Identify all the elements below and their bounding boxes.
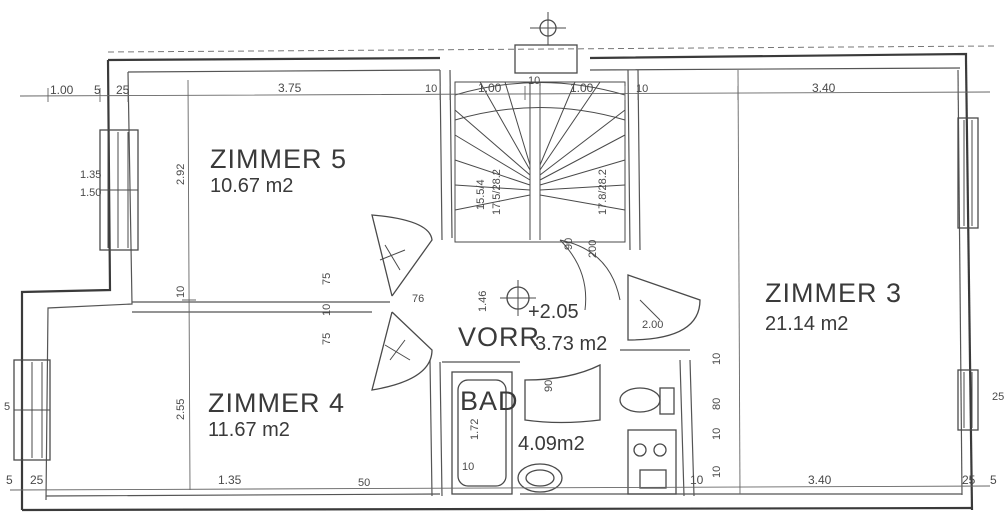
dim-right-80: 80 (711, 398, 723, 410)
outer-wall-left-upper (20, 59, 112, 510)
dim-bath-172: 1.72 (469, 419, 481, 440)
shower-tray (627, 429, 677, 495)
dim-right-10a: 10 (711, 353, 723, 365)
dim-top-left-3: 25 (116, 83, 130, 97)
dim-bottom-zimmer4: 1.35 (218, 473, 242, 487)
outer-wall-bottom-inner (45, 493, 962, 497)
dim-window-25: 25 (992, 391, 1004, 403)
room-area-zimmer5: 10.67 m2 (210, 175, 293, 197)
dim-landing-200a: 200 (587, 240, 599, 258)
outer-wall-top-inner (127, 67, 961, 73)
dim-right-5: 5 (990, 473, 997, 487)
wall-zimmer3-left-lower (679, 359, 695, 497)
dim-zimmer4-height: 2.55 (175, 399, 187, 420)
window-right-lower (957, 369, 979, 431)
dim-top-zimmer5: 3.75 (278, 81, 302, 95)
dim-bottom-zimmer3: 3.40 (808, 473, 832, 487)
zimmer3-axis (737, 69, 741, 495)
dim-bottom-10: 10 (690, 473, 704, 487)
outer-wall-right-inner (957, 69, 963, 496)
dim-line-bottom (9, 485, 991, 491)
dim-landing-90: 90 (563, 238, 575, 250)
washbasin (517, 463, 563, 493)
dim-stair-right: 17.8/28.2 (597, 169, 609, 215)
dim-top-10c: 10 (636, 83, 648, 95)
door-bath (524, 363, 601, 424)
door-zimmer3 (627, 274, 701, 341)
outer-wall-right (964, 59, 974, 511)
dim-top-left-2: 5 (94, 83, 101, 97)
dim-bottom-25a: 25 (30, 473, 44, 487)
room-name-bad: BAD (460, 386, 519, 416)
chimney-symbol (514, 12, 578, 74)
dim-hall-75a: 75 (321, 273, 333, 285)
door-zimmer5 (371, 214, 433, 297)
room-area-zimmer3: 21.14 m2 (765, 313, 848, 335)
dim-top-10b: 10 (528, 75, 540, 87)
dim-hall-10: 10 (321, 304, 333, 316)
room-name-zimmer4: ZIMMER 4 (208, 388, 345, 418)
dim-zimmer5-height: 2.92 (175, 164, 187, 185)
dim-left-window-2: 1.50 (80, 187, 101, 199)
dim-top-zimmer3: 3.40 (812, 81, 836, 95)
dim-stair-left-2: 17.5/28.2 (491, 169, 503, 215)
dim-hall-76: 76 (412, 293, 424, 305)
outer-wall-top-dashed (107, 45, 996, 53)
wall-bath-left (429, 359, 443, 497)
dim-top-10a: 10 (425, 83, 437, 95)
room-area-vorraum: 3.73 m2 (535, 333, 607, 355)
outer-wall-bottom (21, 506, 973, 512)
room-area-zimmer4: 11.67 m2 (208, 419, 290, 441)
dim-line-left (182, 79, 196, 491)
dim-top-left-1: 1.00 (50, 83, 74, 97)
dim-left-window-1: 1.35 (80, 169, 101, 181)
level-vorraum: +2.05 (528, 301, 579, 323)
wall-zimmer5-zimmer4 (132, 301, 390, 313)
bathtub (451, 371, 513, 495)
window-left-upper (99, 129, 139, 251)
dim-top-stair-1: 1.00 (478, 81, 502, 95)
door-zimmer4 (371, 311, 433, 391)
dim-bath-90: 90 (543, 380, 555, 392)
dim-bath-10: 10 (462, 461, 474, 473)
dim-stair-left: 15.5/4 (475, 179, 487, 210)
room-area-bad: 4.09m2 (518, 433, 585, 455)
room-name-zimmer3: ZIMMER 3 (765, 278, 902, 308)
outer-wall-top (107, 52, 968, 62)
dim-bottom-25b: 25 (962, 473, 976, 487)
dim-right-10c: 10 (711, 466, 723, 478)
dim-bath-50: 50 (358, 477, 370, 489)
room-name-zimmer5: ZIMMER 5 (210, 144, 347, 174)
dim-bottom-5: 5 (6, 473, 13, 487)
dim-top-stair-2: 1.00 (570, 81, 594, 95)
dim-landing-200b: 2.00 (642, 319, 663, 331)
dim-hall-75b: 75 (321, 333, 333, 345)
spiral-staircase (454, 81, 626, 311)
dim-wall-10-left: 10 (175, 286, 187, 298)
dim-left-5: 5 (4, 401, 10, 413)
level-crosshair (500, 280, 536, 316)
room-name-vorraum: VORR (458, 322, 540, 352)
dim-line-top (19, 86, 991, 102)
toilet (619, 387, 675, 415)
wall-bath-top (442, 349, 690, 363)
outer-wall-left-inner (45, 71, 133, 501)
dim-right-10b: 10 (711, 428, 723, 440)
window-right-upper (957, 117, 979, 229)
dim-hall-146: 1.46 (477, 291, 489, 312)
window-left-lower (13, 359, 51, 461)
